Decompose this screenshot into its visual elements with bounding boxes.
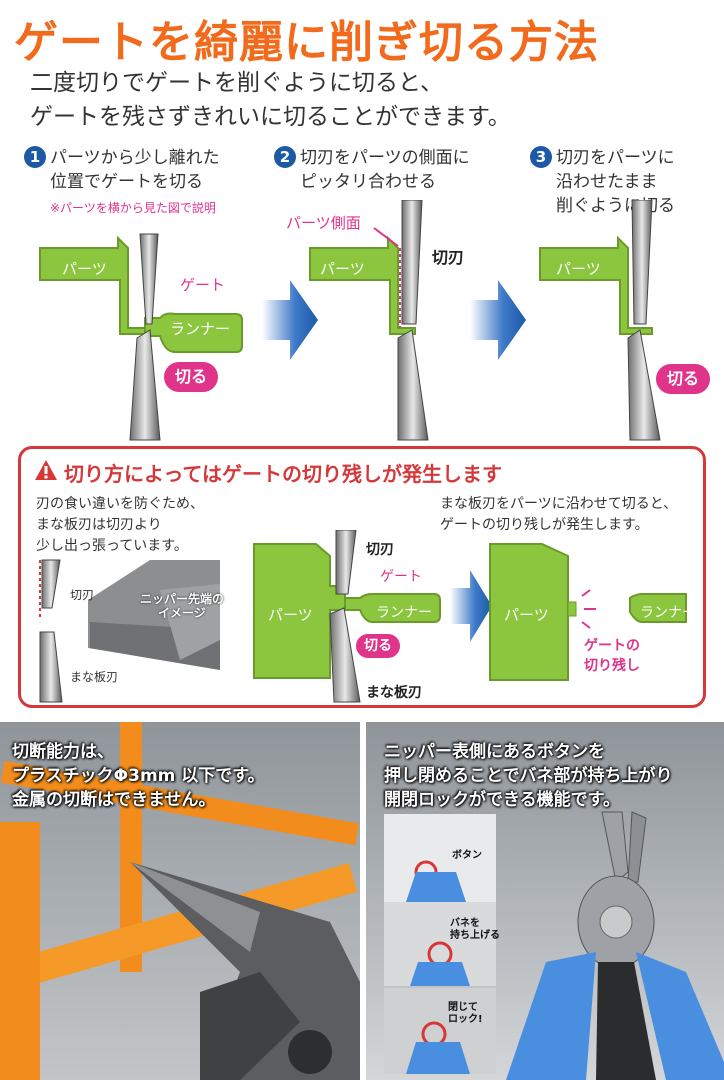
step-text: 切刃をパーツに: [556, 148, 675, 168]
arrow-right-icon: [470, 280, 526, 360]
nipper-lock-illustration: [384, 811, 724, 1080]
part-side-label: パーツ側面: [286, 214, 361, 232]
step-text: ピッタリ合わせる: [300, 172, 436, 192]
step-text: 切刃をパーツの側面に: [300, 148, 470, 168]
caption-line: プラスチックΦ3mm 以下です。: [12, 766, 265, 786]
subtitle-line: 二度切りでゲートを削ぐように切ると、: [30, 70, 444, 96]
upper-blade: [631, 200, 653, 325]
gate-leftover-line: 切り残し: [584, 658, 640, 674]
gate-label: ゲート: [380, 569, 422, 585]
step-text: 位置でゲートを切る: [50, 172, 203, 192]
warning-text-line: 刃の食い違いを防ぐため、: [36, 496, 204, 512]
runner-shape: [344, 593, 441, 623]
runner-shape: [144, 312, 243, 353]
subtitle-line: ゲートを残さずきれいに切ることができます。: [30, 104, 511, 130]
gate-leftover-line: ゲートの: [584, 638, 640, 654]
step-number-badge: 2: [274, 146, 296, 168]
warning-text-line: 少し出っ張っています。: [36, 538, 188, 554]
arrow-right-icon: [450, 570, 492, 642]
step-number-badge: 3: [530, 146, 552, 168]
cutting-blade-label: 切刃: [366, 542, 394, 558]
runner-shape: [629, 593, 687, 623]
runner-label: ランナー: [376, 605, 432, 621]
caption-line: 金属の切断はできません。: [12, 790, 216, 810]
caption-line: ニッパー表側にあるボタンを: [384, 742, 605, 762]
warning-icon: [35, 460, 57, 480]
part-shape: [539, 235, 653, 335]
gate-label: ゲート: [180, 276, 226, 294]
part-label: パーツ: [62, 260, 107, 278]
step-1-diagram: [39, 233, 243, 441]
runner-label: ランナー: [170, 320, 231, 338]
spring-lift-label: バネを 持ち上げる: [450, 918, 500, 941]
caption-line: 開閉ロックができる機能です。: [384, 790, 620, 810]
cutting-capacity-caption: 切断能力は、 プラスチックΦ3mm 以下です。 金属の切断はできません。: [12, 740, 265, 812]
part-label: パーツ: [268, 606, 313, 624]
arrow-right-icon: [262, 280, 318, 360]
warning-text-line: ゲートの切り残しが発生します。: [440, 517, 649, 533]
lower-blade: [627, 329, 661, 441]
nipper-photo-illustration: [0, 722, 360, 1080]
part-shape: [309, 235, 416, 335]
cutting-blade-label: 切刃: [70, 588, 95, 602]
nipper-tip-caption-line: ニッパー先端の: [140, 592, 225, 606]
part-shape: [489, 543, 569, 681]
warning-box: [18, 446, 706, 708]
upper-blade: [401, 200, 423, 325]
cutting-blade-label: 切刃: [432, 248, 465, 267]
part-label: パーツ: [504, 606, 549, 624]
lock-feature-caption: ニッパー表側にあるボタンを 押し閉めることでバネ部が持ち上がり 開閉ロックができ…: [384, 740, 673, 812]
runner-label: ランナー: [640, 605, 696, 621]
warning-left-text: 刃の食い違いを防ぐため、 まな板刃は切刃より 少し出っ張っています。: [36, 494, 204, 557]
button-label: ボタン: [452, 850, 482, 861]
gate-leftover-shape: [567, 601, 577, 617]
close-lock-label: 閉じて ロック!: [448, 1002, 483, 1025]
lock-feature-photo: ニッパー表側にあるボタンを 押し閉めることでバネ部が持ち上がり 開閉ロックができ…: [366, 722, 724, 1080]
cut-badge: 切る: [656, 364, 710, 394]
warning-text-line: まな板刃をパーツに沿わせて切ると、: [440, 496, 678, 512]
nipper-tip-caption: ニッパー先端の イメージ: [140, 592, 224, 620]
lower-blade: [129, 329, 161, 441]
upper-blade: [335, 530, 357, 595]
steps-diagram: [39, 200, 661, 441]
caption-line: 押し閉めることでバネ部が持ち上がり: [384, 766, 673, 786]
step-number-badge: 1: [24, 146, 46, 168]
warning-right-text: まな板刃をパーツに沿わせて切ると、 ゲートの切り残しが発生します。: [440, 494, 677, 536]
cutting-capacity-photo: 切断能力は、 プラスチックΦ3mm 以下です。 金属の切断はできません。: [0, 722, 360, 1080]
warning-diagram: [39, 530, 687, 703]
flat-blade-label: まな板刃: [70, 670, 119, 684]
part-shape: [39, 235, 146, 335]
lower-blade: [329, 607, 361, 703]
warning-text-line: まな板刃は切刃より: [36, 517, 162, 533]
part-label: パーツ: [320, 260, 365, 278]
cut-badge: 切る: [164, 362, 218, 392]
flat-blade-label: まな板刃: [366, 685, 422, 701]
subtitle: 二度切りでゲートを削ぐように切ると、 ゲートを残さずきれいに切ることができます。: [30, 66, 511, 134]
gate-leftover-label: ゲートの 切り残し: [584, 636, 640, 676]
step-note: ※パーツを横から見た図で説明: [50, 201, 216, 215]
nipper-tip-caption-line: イメージ: [158, 606, 206, 620]
step-text: パーツから少し離れた: [50, 148, 220, 168]
lower-blade: [397, 329, 429, 441]
upper-blade: [139, 233, 159, 325]
step-text: 沿わせたまま: [556, 172, 658, 192]
caption-line: 切断能力は、: [12, 742, 114, 762]
step-2-diagram: [309, 200, 429, 441]
part-label: パーツ: [556, 260, 601, 278]
flat-blade-shape: [39, 631, 63, 703]
cutting-blade-shape: [41, 559, 61, 609]
warning-title: 切り方によってはゲートの切り残しが発生します: [64, 462, 502, 486]
step-3-diagram: [539, 200, 661, 441]
page-title: ゲートを綺麗に削ぎ切る方法: [14, 17, 599, 68]
cut-badge: 切る: [356, 634, 400, 658]
